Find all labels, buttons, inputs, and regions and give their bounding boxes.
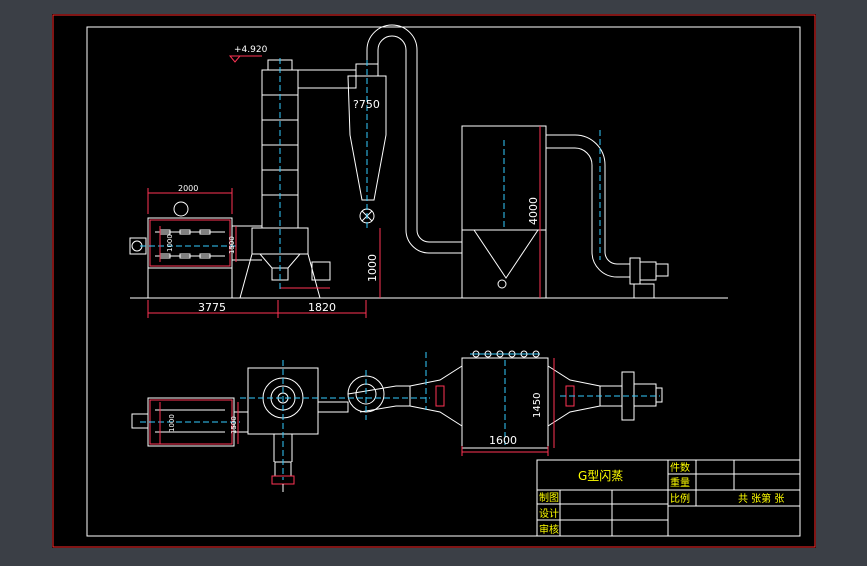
dim-feed-height: 1000	[366, 254, 379, 282]
dim-small-a: 1500	[228, 236, 236, 254]
title-block	[536, 459, 801, 537]
label-drawn: 制图	[539, 491, 559, 504]
dim-dryer-length: 2000	[178, 184, 198, 193]
dim-filter-width: 1600	[489, 434, 517, 447]
drawing-title: G型闪蒸	[578, 469, 623, 483]
elevation-dimensions	[147, 55, 541, 318]
plan-filter	[461, 357, 549, 449]
plan-view	[131, 350, 663, 492]
plan-dim-small-a: 1500	[230, 416, 238, 434]
heater-box	[147, 217, 233, 269]
label-design: 设计	[539, 507, 559, 520]
label-scale: 比例	[670, 492, 690, 505]
outer-border	[52, 14, 816, 548]
cyclone	[347, 75, 387, 201]
plan-dimensions	[159, 358, 555, 456]
sheet	[52, 14, 816, 548]
sheet-info: 共 张第 张	[738, 492, 784, 505]
label-weight: 重量	[670, 476, 690, 489]
label-material: 件数	[670, 461, 690, 474]
elevation-mark: +4.920	[234, 45, 268, 55]
dim-small-b: 1000	[166, 234, 174, 252]
plan-centerlines	[140, 352, 660, 480]
dim-cyclone: ?750	[353, 98, 380, 111]
label-review: 审核	[539, 523, 559, 536]
dim-filter-height: 4000	[527, 197, 540, 225]
elevation-centerlines	[140, 58, 601, 290]
plan-dim-small-b: 1000	[168, 414, 176, 432]
dim-right: 1820	[308, 301, 336, 314]
dim-left: 3775	[198, 301, 226, 314]
title-block-labels: G型闪蒸 件数 重量 比例 制图 设计 审核 共 张第 张	[539, 461, 784, 536]
inner-frame	[86, 26, 801, 537]
plan-dim-labels: 1600 1450 1500 1000	[168, 393, 543, 447]
dim-filter-depth: 1450	[532, 393, 543, 418]
elevation-dim-labels: +4.920 2000 3775 1820 ?750 1000 4000 150…	[166, 45, 540, 314]
